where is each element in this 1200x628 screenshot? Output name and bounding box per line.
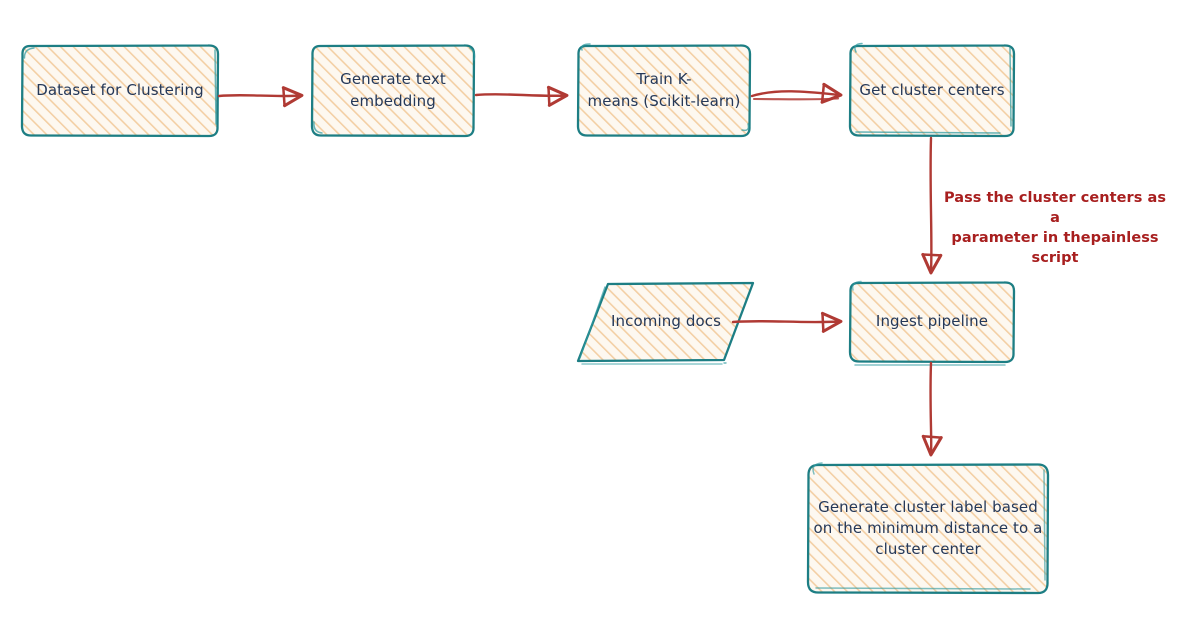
node-dataset-sketch-overlay <box>23 47 217 125</box>
node-embedding-shape <box>310 44 476 138</box>
edge-embedding-to-kmeans[interactable] <box>474 85 569 107</box>
node-embedding-sketch-overlay <box>313 47 476 134</box>
edge-ingest-to-generate[interactable] <box>921 361 943 457</box>
node-incoming[interactable] <box>576 281 755 365</box>
edge-centers-to-ingest[interactable] <box>921 136 943 275</box>
node-incoming-shape <box>576 281 755 363</box>
node-dataset-shape <box>20 44 220 138</box>
node-generate-sketch-overlay <box>812 462 1046 590</box>
node-ingest[interactable] <box>848 280 1016 366</box>
node-embedding[interactable] <box>310 44 476 138</box>
node-dataset[interactable] <box>20 44 220 138</box>
node-generate[interactable] <box>806 462 1050 595</box>
node-kmeans-sketch-overlay <box>580 43 750 132</box>
node-incoming-sketch-overlay <box>579 286 727 364</box>
edge-dataset-to-embedding[interactable] <box>217 86 304 108</box>
edge-incoming-to-ingest[interactable] <box>731 311 843 333</box>
node-centers-shape <box>848 44 1016 138</box>
edge-kmeans-to-centers[interactable] <box>750 82 843 104</box>
node-generate-shape <box>806 463 1050 595</box>
node-centers[interactable] <box>848 42 1016 138</box>
node-kmeans[interactable] <box>576 43 752 138</box>
edges-layer <box>217 82 943 457</box>
node-ingest-shape <box>848 281 1016 364</box>
node-centers-sketch-overlay <box>854 42 1012 134</box>
node-kmeans-shape <box>576 44 752 138</box>
nodes-layer <box>20 42 1050 595</box>
